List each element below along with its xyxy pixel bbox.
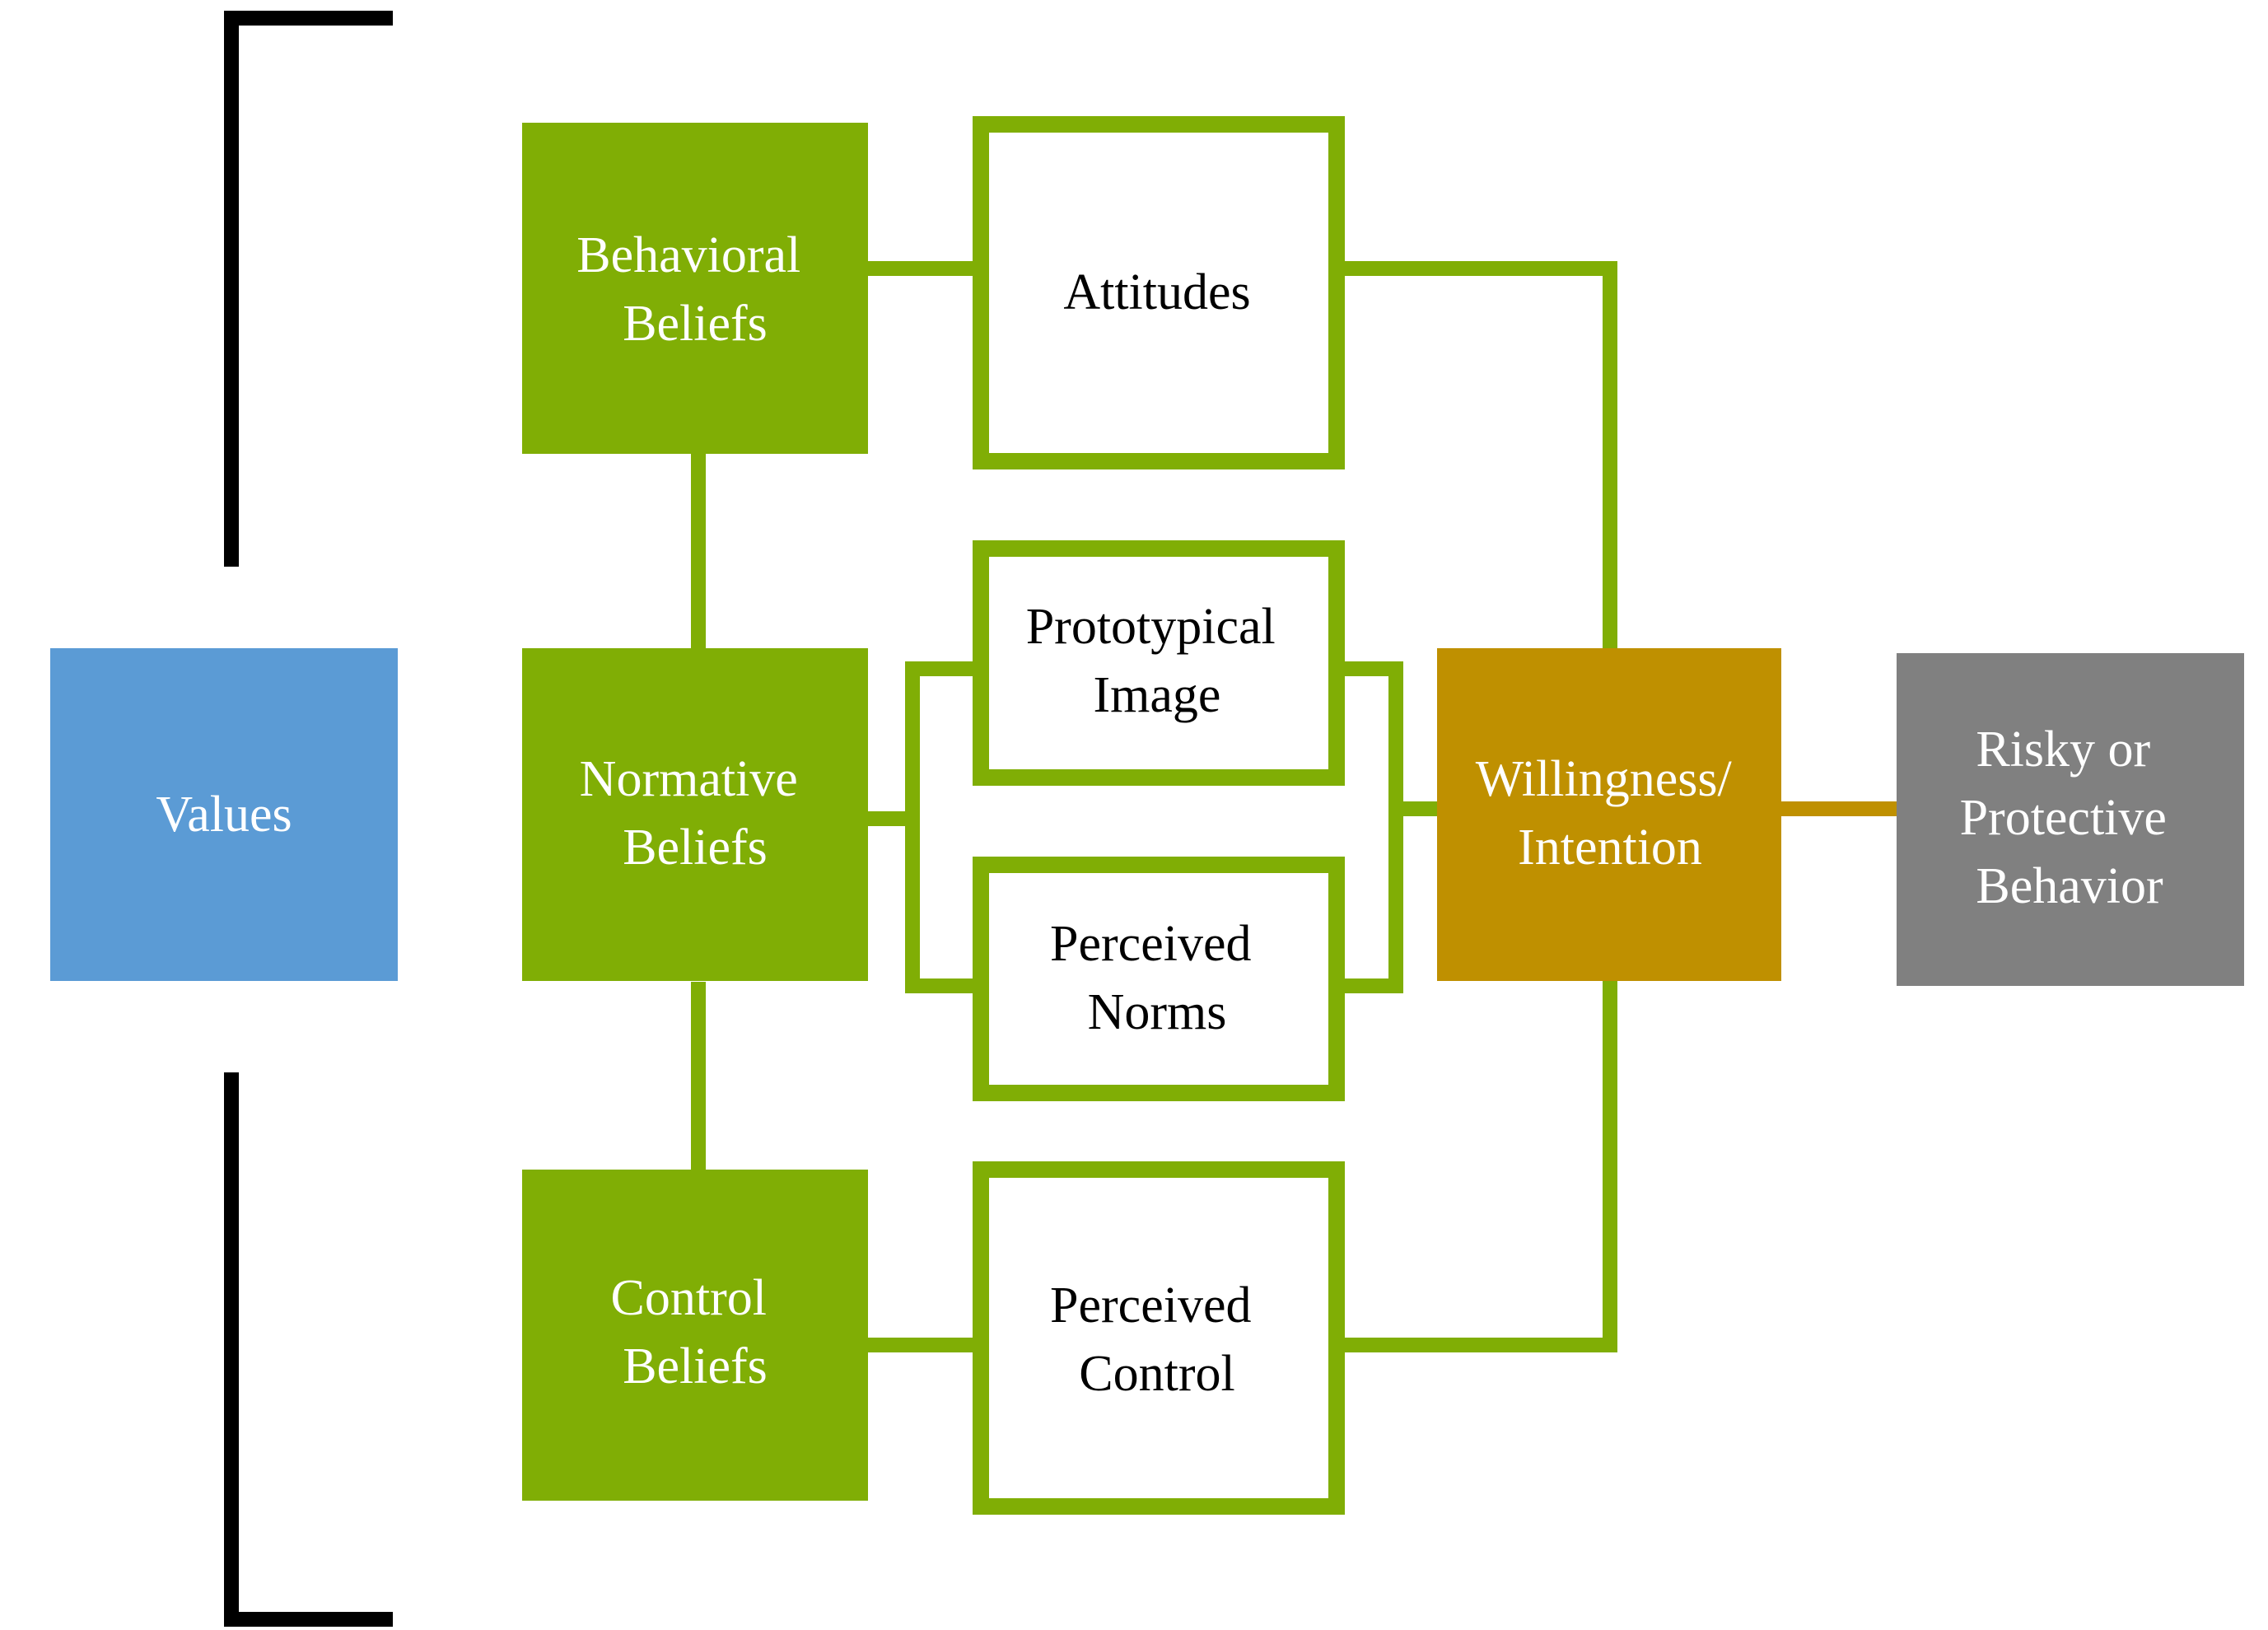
connector-attitudes-willingness — [1337, 261, 1617, 648]
behavioral-beliefs-label: Behavioral Beliefs — [576, 227, 814, 352]
perceived-control-label-line-1: Perceived — [1050, 1277, 1251, 1333]
normative-beliefs-label-line-1: Normative — [580, 751, 798, 807]
behavioral-beliefs-label-line-2: Beliefs — [623, 296, 768, 352]
control-beliefs-label: Control Beliefs — [611, 1270, 780, 1394]
attitudes-label-line: Attitudes — [1063, 264, 1250, 320]
perceived-control-box — [973, 1161, 1345, 1515]
bracket-top — [224, 11, 393, 567]
connector-perceived-control-willingness — [1337, 980, 1617, 1352]
connectors — [691, 261, 1617, 1352]
perceived-norms-box — [973, 857, 1345, 1101]
control-beliefs-label-line-1: Control — [611, 1270, 767, 1326]
perceived-control-label-line-2: Control — [1079, 1346, 1234, 1402]
perceived-norms-label-line-2: Norms — [1088, 984, 1227, 1040]
control-beliefs-box — [522, 1170, 868, 1501]
attitudes-label: Attitudes — [1063, 264, 1250, 320]
behavior-label-line-3: Behavior — [1976, 858, 2163, 914]
connector-left-fork — [905, 661, 979, 993]
behavioral-beliefs-box — [522, 123, 868, 454]
willingness-intention-label-line-2: Intention — [1518, 820, 1702, 876]
values-box — [50, 648, 398, 981]
belief-bracket — [224, 11, 393, 1627]
behavioral-beliefs-label-line-1: Behavioral — [576, 227, 800, 283]
bracket-bottom — [224, 1072, 393, 1627]
perceived-norms-label-line-1: Perceived — [1050, 916, 1251, 972]
prototypical-image-label-line-2: Image — [1094, 667, 1221, 723]
behavior-label-line-2: Protective — [1960, 790, 2167, 846]
attitudes-box — [973, 116, 1345, 469]
normative-beliefs-label: Normative Beliefs — [580, 751, 811, 876]
willingness-intention-box — [1437, 648, 1781, 981]
behavior-label-line-1: Risky or — [1976, 722, 2150, 778]
willingness-intention-label-line-1: Willingness/ — [1476, 751, 1733, 807]
behavior-label: Risky or Protective Behavior — [1960, 722, 2180, 914]
prototypical-image-box — [973, 540, 1345, 786]
control-beliefs-label-line-2: Beliefs — [623, 1338, 768, 1394]
behavior-box — [1897, 653, 2244, 986]
perceived-norms-label: Perceived Norms — [1050, 916, 1264, 1040]
values-label-line: Values — [156, 787, 292, 843]
normative-beliefs-label-line-2: Beliefs — [623, 820, 768, 876]
normative-beliefs-box — [522, 648, 868, 981]
perceived-control-label: Perceived Control — [1050, 1277, 1264, 1402]
prototypical-image-label: Prototypical Image — [1026, 599, 1289, 723]
values-label: Values — [156, 787, 292, 843]
prototypical-image-label-line-1: Prototypical — [1026, 599, 1276, 655]
connector-right-fork — [1337, 661, 1403, 993]
willingness-intention-label: Willingness/ Intention — [1476, 751, 1744, 876]
